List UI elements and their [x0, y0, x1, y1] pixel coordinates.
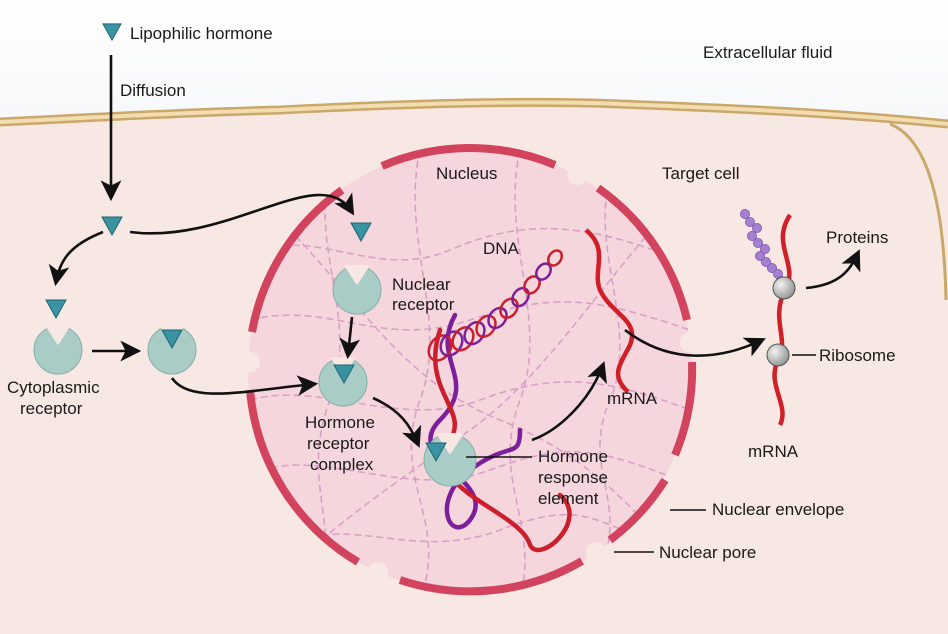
- label-diffusion: Diffusion: [120, 81, 186, 100]
- arrow-to-nucleus: [129, 192, 355, 235]
- label-hre-3: element: [538, 489, 599, 508]
- mrna-nucleus-strand: [584, 228, 635, 394]
- plasma-membrane-inner: [0, 100, 948, 126]
- label-nucleus: Nucleus: [436, 164, 497, 183]
- arrow-to-complex: [170, 375, 319, 396]
- protein-bead: [755, 250, 766, 261]
- dna-coil-loop: [463, 320, 486, 346]
- nuclear-receptor-icon: [332, 265, 382, 315]
- label-dna: DNA: [483, 239, 520, 258]
- arrow-nuclear-to-complex: [339, 316, 361, 360]
- label-proteins: Proteins: [826, 228, 888, 247]
- leader-lines: [466, 354, 816, 553]
- protein-bead: [747, 230, 758, 241]
- arrow-to-proteins: [805, 249, 861, 290]
- label-extracellular-fluid: Extracellular fluid: [703, 43, 832, 62]
- receptor-bound-to-hre-icon: [423, 433, 477, 487]
- protein-bead: [752, 222, 763, 233]
- hormone-icon-approaching-cytoplasmic: [45, 299, 67, 320]
- dna-coil-loop: [546, 249, 564, 267]
- hormone-icon-bound-cytoplasmic: [161, 329, 183, 350]
- hormones: [45, 23, 447, 463]
- hormone-icon-bound-complex: [333, 364, 355, 385]
- cytoplasmic-receptor-icon: [33, 325, 83, 375]
- label-cytoplasmic-receptor-2: receptor: [20, 399, 83, 418]
- label-nuclear-receptor-2: receptor: [392, 295, 455, 314]
- label-cytoplasmic-receptor-1: Cytoplasmic: [7, 378, 100, 397]
- label-mrna-nucleus: mRNA: [607, 389, 658, 408]
- label-nuclear-envelope: Nuclear envelope: [712, 500, 844, 519]
- ribosome-lower: [766, 343, 790, 367]
- arrow-to-cytoplasmic: [48, 230, 104, 287]
- label-hrc-1: Hormone: [305, 413, 375, 432]
- label-hrc-2: receptor: [307, 434, 370, 453]
- protein-bead: [767, 262, 778, 273]
- nuclear-envelope: [246, 143, 697, 596]
- dna-coil-loop: [487, 306, 508, 330]
- cell-boundary-right: [889, 122, 948, 301]
- label-hrc-3: complex: [310, 455, 374, 474]
- label-hre-1: Hormone: [538, 447, 608, 466]
- ribosome-upper: [772, 276, 796, 300]
- mrna-cytoplasm-strand: [772, 213, 792, 427]
- label-lipophilic-hormone: Lipophilic hormone: [130, 24, 273, 43]
- nucleoplasm: [248, 148, 692, 592]
- hormone-icon-legend: [102, 23, 122, 42]
- arrow-complex-to-hre: [372, 396, 422, 448]
- arrows: [48, 55, 861, 448]
- protein-bead: [760, 243, 771, 254]
- label-nuclear-receptor-1: Nuclear: [392, 275, 451, 294]
- hormone-icon-bound-hre: [425, 442, 447, 463]
- hormone-icon-cytoplasm: [101, 216, 123, 237]
- dna-coil: [427, 249, 564, 362]
- label-target-cell: Target cell: [662, 164, 739, 183]
- label-mrna-cytoplasm: mRNA: [748, 442, 799, 461]
- label-hre-2: response: [538, 468, 608, 487]
- protein-bead: [753, 237, 764, 248]
- dna-coil-loop: [511, 286, 530, 308]
- arrow-mrna-export: [624, 328, 766, 357]
- dna-coil-loop: [475, 314, 497, 338]
- nuclear-pores: [240, 165, 700, 582]
- arrow-to-mrna: [531, 361, 607, 442]
- label-ribosome: Ribosome: [819, 346, 896, 365]
- label-nuclear-pore: Nuclear pore: [659, 543, 756, 562]
- protein-bead: [745, 216, 756, 227]
- protein-bead: [740, 208, 751, 219]
- dna-coil-loop: [499, 297, 519, 319]
- dna-coil-loop: [427, 334, 453, 362]
- protein-bead: [761, 256, 772, 267]
- hormone-icon-approaching-nuclear: [350, 222, 372, 243]
